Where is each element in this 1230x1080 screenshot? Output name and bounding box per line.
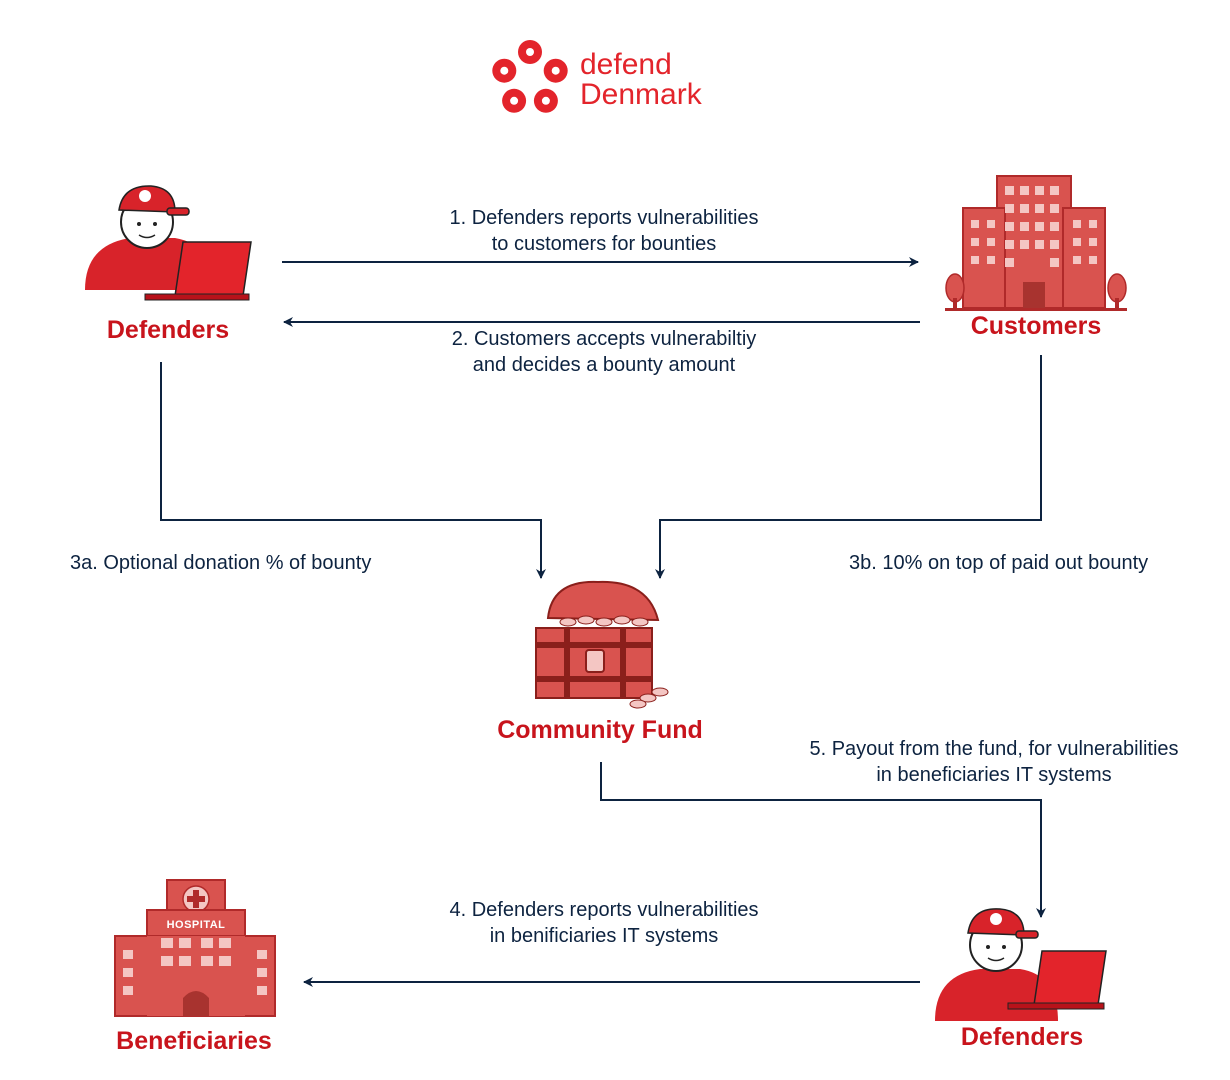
- edge-label-5-line2: in beneficiaries IT systems: [876, 764, 1112, 786]
- office-building-icon: [945, 175, 1127, 311]
- hospital-building-icon: [114, 879, 276, 1017]
- logo-text-defend: defend: [580, 48, 672, 81]
- edge-label-1: 1. Defenders reports vulnerabilities to …: [404, 205, 804, 257]
- edge-label-3b: 3b. 10% on top of paid out bounty: [849, 552, 1149, 574]
- node-label-customers: Customers: [970, 312, 1102, 340]
- node-label-community-fund: Community Fund: [497, 716, 703, 744]
- edge-label-5: 5. Payout from the fund, for vulnerabili…: [780, 736, 1208, 788]
- node-label-defenders-bottom: Defenders: [960, 1023, 1084, 1051]
- hospital-sign-text: HOSPITAL: [166, 919, 226, 931]
- edge-3a-arrow: [160, 362, 546, 579]
- edge-label-2: 2. Customers accepts vulnerabiltiy and d…: [404, 326, 804, 378]
- node-label-defenders: Defenders: [106, 316, 230, 344]
- treasure-chest-icon: [535, 580, 669, 709]
- edge-label-4: 4. Defenders reports vulnerabilities in …: [404, 897, 804, 949]
- logo-text-denmark: Denmark: [580, 78, 702, 111]
- edge-5-arrow: [600, 762, 1046, 918]
- edge-label-3a: 3a. Optional donation % of bounty: [70, 552, 372, 574]
- edge-label-4-line2: in benificiaries IT systems: [489, 925, 719, 947]
- edge-label-5-line1: 5. Payout from the fund, for vulnerabili…: [809, 738, 1179, 760]
- defender-person-icon-bottom: [935, 908, 1107, 1021]
- edge-label-2-line2: and decides a bounty amount: [472, 354, 736, 376]
- edge-label-1-line1: 1. Defenders reports vulnerabilities: [449, 207, 759, 229]
- edge-3b-arrow: [655, 355, 1042, 579]
- edge-label-2-line1: 2. Customers accepts vulnerabiltiy: [451, 328, 757, 350]
- edge-label-1-line2: to customers for bounties: [491, 233, 717, 255]
- node-label-beneficiaries: Beneficiaries: [116, 1027, 272, 1055]
- defender-person-icon: [85, 185, 252, 301]
- edge-label-4-line1: 4. Defenders reports vulnerabilities: [449, 899, 759, 921]
